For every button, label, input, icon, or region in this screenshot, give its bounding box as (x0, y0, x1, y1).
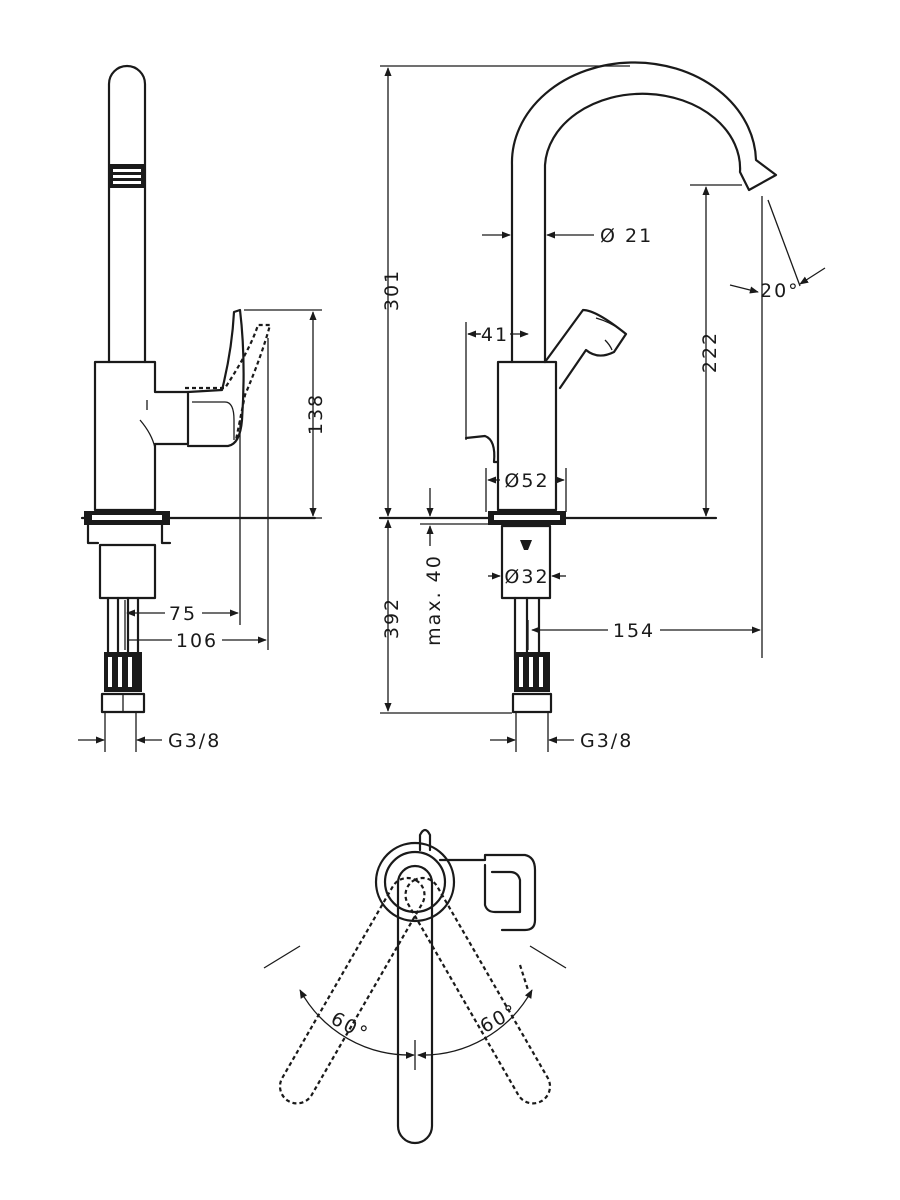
thread-side-label: G3/8 (168, 730, 221, 752)
thread-front-label: G3/8 (580, 730, 633, 752)
dim-138-label: 138 (305, 393, 327, 435)
front-view: 301 392 Ø 21 41 222 (378, 61, 826, 752)
front-handle (543, 308, 628, 390)
top-base (374, 841, 456, 923)
top-spout-left-alt (404, 876, 552, 1105)
side-hoses (100, 596, 146, 714)
dim-d32-label: Ø32 (504, 566, 549, 588)
side-view: 138 75 106 G3/8 (78, 64, 327, 752)
dim-222-label: 222 (699, 331, 721, 373)
dim-392-label: 392 (381, 597, 403, 639)
dim-outlet-height (690, 184, 742, 517)
dim-154-label: 154 (613, 620, 655, 642)
side-spout (107, 64, 147, 364)
front-spout (510, 61, 778, 364)
top-view (263, 828, 567, 1145)
dim-handle-height (244, 309, 322, 519)
front-hoses (511, 596, 553, 714)
dim-d52-label: Ø52 (504, 470, 549, 492)
dim-below-deck (380, 519, 512, 714)
dim-thread-side (78, 712, 162, 752)
side-lever-alt (185, 323, 272, 441)
dim-deck-thickness (420, 488, 500, 546)
front-body (496, 360, 558, 512)
dim-outlet-angle (729, 196, 826, 658)
dim-301-label: 301 (381, 269, 403, 311)
dim-d21-label: Ø 21 (600, 225, 653, 247)
side-body (93, 360, 190, 512)
dim-thread-front (490, 712, 574, 752)
dim-total-height (380, 65, 630, 517)
dim-handle-41 (465, 322, 529, 440)
top-spout (396, 864, 434, 1145)
side-shank (98, 543, 157, 600)
side-lever (186, 308, 245, 448)
dim-body-diameter (485, 468, 567, 512)
top-spout-right-alt (278, 876, 426, 1105)
dim-106-label: 106 (176, 630, 218, 652)
dim-75-label: 75 (169, 603, 197, 625)
dim-41-label: 41 (481, 324, 509, 346)
dim-spout-reach (527, 620, 761, 650)
dim-reach (125, 338, 269, 650)
rotation-right-label: 60° (476, 1000, 521, 1038)
dim-max40-label: max. 40 (423, 554, 445, 646)
dim-20deg-label: 20° (760, 280, 800, 302)
top-lever-housing (438, 853, 537, 932)
